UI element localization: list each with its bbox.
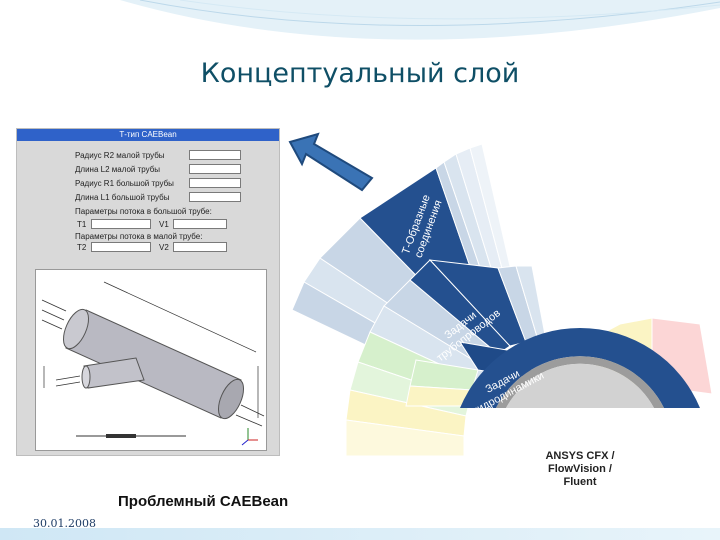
t2-input[interactable] <box>91 242 151 252</box>
core-label-solvers: ANSYS CFX / FlowVision / Fluent <box>545 450 615 488</box>
band-label-gas-dynamics: Задачи гидро- газодинамики <box>538 407 612 431</box>
footer-bar <box>0 528 720 540</box>
r2-input[interactable] <box>189 150 241 160</box>
pointer-arrow-icon <box>288 132 374 192</box>
r1-input[interactable] <box>189 178 241 188</box>
v1-input[interactable] <box>173 219 227 229</box>
t1-label: T1 <box>77 220 87 229</box>
field-label-r1: Радиус R1 большой трубы <box>75 179 174 188</box>
scale-bar <box>76 434 186 438</box>
caebean-screenshot: Т-тип CAEBean Радиус R2 малой трубы Длин… <box>16 128 280 456</box>
big-pipe-shape <box>62 308 245 420</box>
caption: Проблемный CAEBean <box>118 493 289 510</box>
v1-label: V1 <box>159 220 169 229</box>
screenshot-titlebar: Т-тип CAEBean <box>17 129 279 141</box>
field-label-l1: Длина L1 большой трубы <box>75 193 170 202</box>
t2-label: T2 <box>77 243 87 252</box>
band-gas-dynamics <box>460 328 700 408</box>
hierarchy-fan-diagram <box>291 143 713 457</box>
l2-input[interactable] <box>189 164 241 174</box>
field-label-r2: Радиус R2 малой трубы <box>75 151 165 160</box>
slide-date: 30.01.2008 <box>33 517 96 530</box>
l1-input[interactable] <box>189 192 241 202</box>
t-pipe-drawing <box>35 269 267 451</box>
section-label-big-pipe: Параметры потока в большой трубе: <box>75 207 212 216</box>
dimension-lines <box>43 281 259 418</box>
v2-label: V2 <box>159 243 169 252</box>
v2-input[interactable] <box>173 242 227 252</box>
field-label-l2: Длина L2 малой трубы <box>75 165 161 174</box>
section-label-small-pipe: Параметры потока в малой трубе: <box>75 232 203 241</box>
t1-input[interactable] <box>91 219 151 229</box>
slide-title: Концептуальный слой <box>200 58 520 89</box>
flow-arrows <box>41 299 265 427</box>
small-pipe-shape <box>81 357 145 389</box>
axis-triad <box>241 428 258 446</box>
header-swoosh-decoration <box>120 0 720 40</box>
core-solvers <box>506 363 654 408</box>
